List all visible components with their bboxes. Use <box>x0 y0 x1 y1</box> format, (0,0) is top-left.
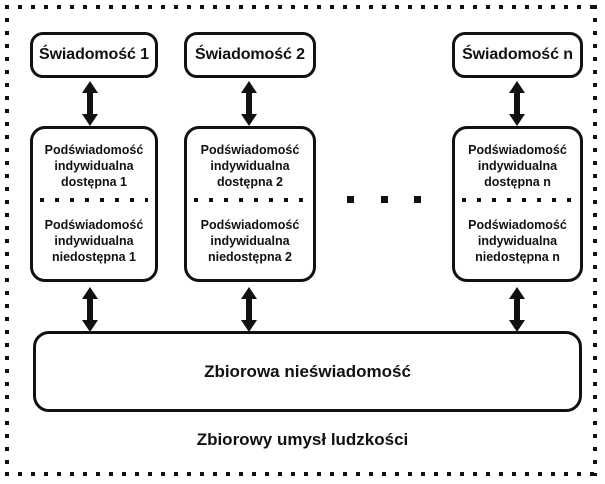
collective-unconscious-box[interactable]: Zbiorowa nieświadomość <box>33 331 582 412</box>
sub-available-1-line1: Podświadomość <box>44 142 144 157</box>
subconscious-unavailable-1: Podświadomość indywidualna niedostępna 1 <box>33 202 155 279</box>
sub-unavailable-n-line3: niedostępna n <box>475 249 560 264</box>
sub-unavailable-n-line1: Podświadomość <box>468 217 567 232</box>
subconscious-divider-1 <box>40 198 148 203</box>
consciousness-label-n: Świadomość n <box>462 46 573 63</box>
bidirectional-arrow-icon-top-2 <box>240 81 258 126</box>
outer-dotted-frame <box>5 5 597 476</box>
sub-available-2-line3: dostępna 2 <box>216 174 283 189</box>
subconscious-divider-2 <box>194 198 306 203</box>
subconscious-unavailable-n: Podświadomość indywidualna niedostępna n <box>455 202 580 279</box>
bidirectional-arrow-icon-top-1 <box>81 81 99 126</box>
sub-available-n-line2: indywidualna <box>477 158 558 173</box>
sub-unavailable-2-line1: Podświadomość <box>200 217 300 232</box>
ellipsis-dot-2 <box>381 196 388 203</box>
frame-bottom-edge <box>5 472 597 476</box>
diagram-caption: Zbiorowy umysł ludzkości <box>196 430 409 449</box>
bidirectional-arrow-icon-bottom-1 <box>81 287 99 332</box>
subconscious-box-2[interactable]: Podświadomość indywidualna dostępna 2 Po… <box>184 126 316 282</box>
sub-available-1-line3: dostępna 1 <box>60 174 127 189</box>
sub-available-1-line2: indywidualna <box>54 158 134 173</box>
sub-available-n-line1: Podświadomość <box>468 142 567 157</box>
subconscious-box-1[interactable]: Podświadomość indywidualna dostępna 1 Po… <box>30 126 158 282</box>
consciousness-box-n[interactable]: Świadomość n <box>452 32 583 78</box>
collective-unconscious-label: Zbiorowa nieświadomość <box>204 361 411 381</box>
ellipsis-dot-3 <box>414 196 421 203</box>
ellipsis-dot-1 <box>347 196 354 203</box>
frame-right-edge <box>593 5 597 476</box>
sub-available-2-line2: indywidualna <box>210 158 290 173</box>
sub-unavailable-1-line3: niedostępna 1 <box>51 249 137 264</box>
frame-top-edge <box>5 5 597 9</box>
sub-unavailable-1-line2: indywidualna <box>54 233 134 248</box>
subconscious-available-n: Podświadomość indywidualna dostępna n <box>455 129 580 198</box>
sub-unavailable-2-line2: indywidualna <box>210 233 290 248</box>
frame-left-edge <box>5 5 9 476</box>
consciousness-box-2[interactable]: Świadomość 2 <box>184 32 316 78</box>
bidirectional-arrow-icon-top-n <box>508 81 526 126</box>
bidirectional-arrow-icon-bottom-n <box>508 287 526 332</box>
sub-available-2-line1: Podświadomość <box>200 142 300 157</box>
sub-available-n-line3: dostępna n <box>484 174 551 189</box>
sub-unavailable-n-line2: indywidualna <box>477 233 558 248</box>
bidirectional-arrow-icon-bottom-2 <box>240 287 258 332</box>
subconscious-available-2: Podświadomość indywidualna dostępna 2 <box>187 129 313 198</box>
consciousness-label-2: Świadomość 2 <box>195 46 305 63</box>
sub-unavailable-1-line1: Podświadomość <box>44 217 144 232</box>
subconscious-available-1: Podświadomość indywidualna dostępna 1 <box>33 129 155 198</box>
consciousness-label-1: Świadomość 1 <box>39 46 149 63</box>
subconscious-divider-n <box>462 198 573 203</box>
subconscious-unavailable-2: Podświadomość indywidualna niedostępna 2 <box>187 202 313 279</box>
sub-unavailable-2-line3: niedostępna 2 <box>207 249 293 264</box>
consciousness-box-1[interactable]: Świadomość 1 <box>30 32 158 78</box>
subconscious-box-n[interactable]: Podświadomość indywidualna dostępna n Po… <box>452 126 583 282</box>
